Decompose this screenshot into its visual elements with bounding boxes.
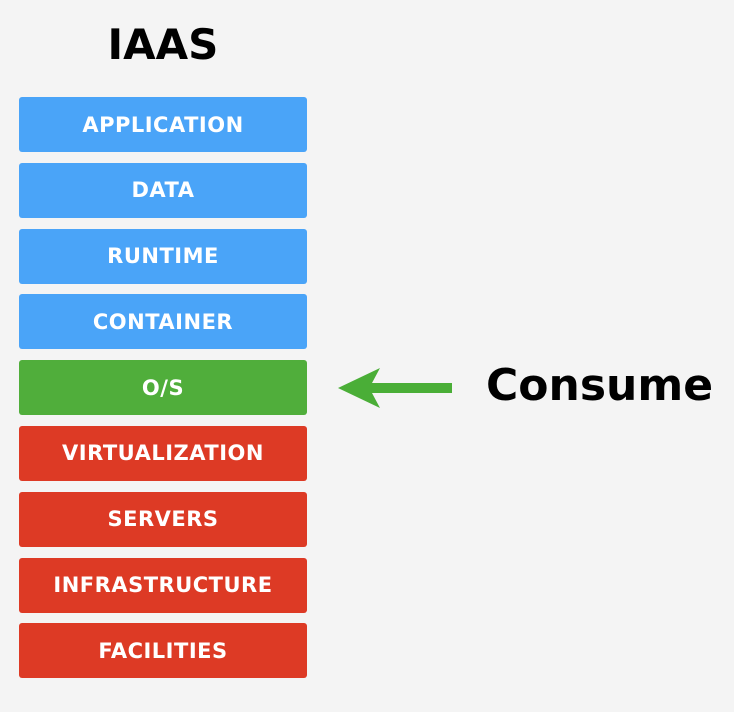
layer-stack: APPLICATION DATA RUNTIME CONTAINER O/S V… bbox=[19, 97, 307, 689]
consume-label: Consume bbox=[486, 360, 714, 411]
layer-data: DATA bbox=[19, 162, 307, 218]
layer-servers: SERVERS bbox=[19, 491, 307, 547]
diagram-title: IAAS bbox=[107, 20, 219, 69]
arrow-left-icon bbox=[338, 368, 452, 408]
layer-virtualization: VIRTUALIZATION bbox=[19, 425, 307, 481]
layer-runtime: RUNTIME bbox=[19, 228, 307, 284]
layer-os: O/S bbox=[19, 360, 307, 416]
layer-infrastructure: INFRASTRUCTURE bbox=[19, 557, 307, 613]
layer-container: CONTAINER bbox=[19, 294, 307, 350]
layer-facilities: FACILITIES bbox=[19, 623, 307, 679]
layer-application: APPLICATION bbox=[19, 97, 307, 152]
